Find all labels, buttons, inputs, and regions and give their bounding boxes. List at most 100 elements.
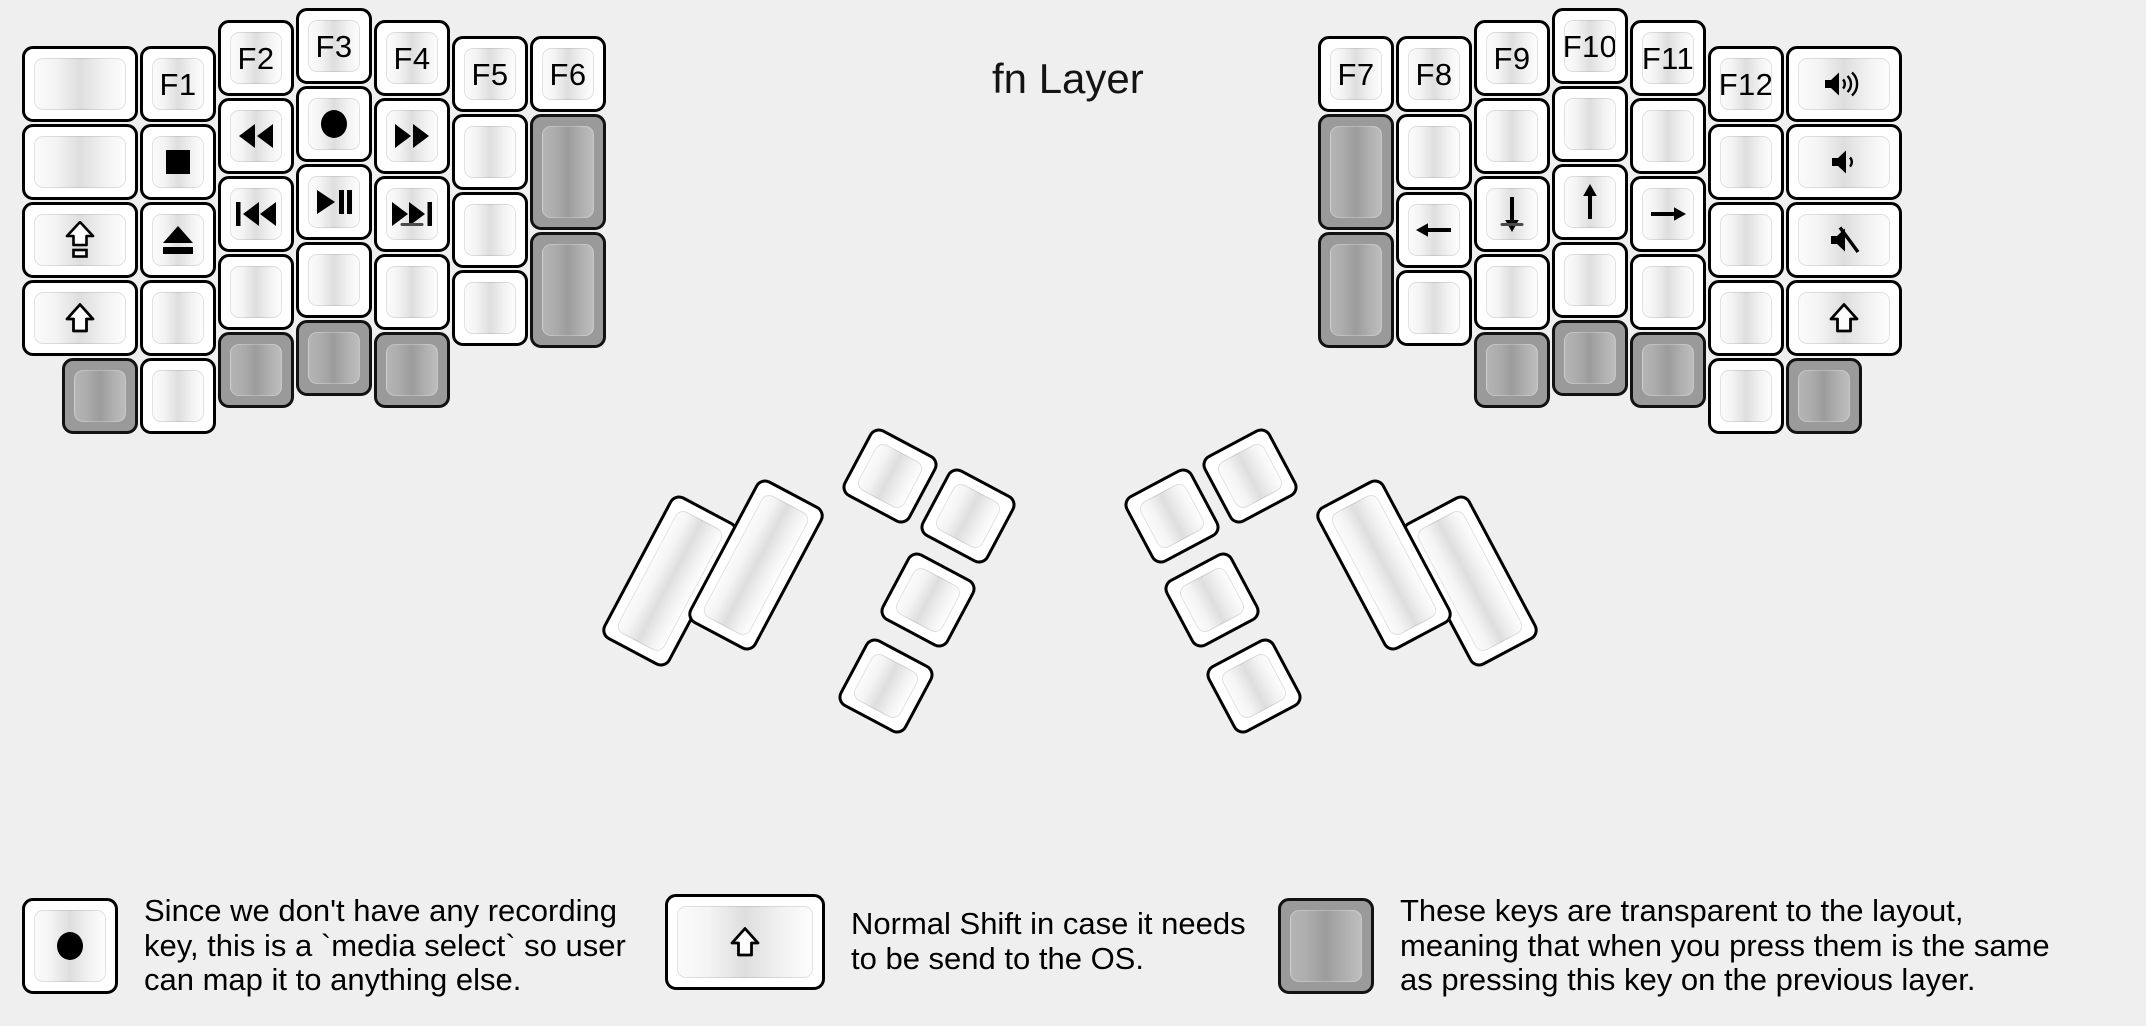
key-left-col-outer-left-0[interactable]	[22, 46, 138, 122]
key-right-col-middle-1[interactable]	[1552, 86, 1628, 162]
keycap-surface	[1798, 370, 1850, 422]
legend-sample-key-1[interactable]	[22, 898, 118, 995]
key-right-col-pinky-2[interactable]	[1708, 202, 1784, 278]
legend-footer: Since we don't have any recording key, t…	[0, 876, 2146, 1026]
legend-key-sample	[1278, 898, 1374, 995]
key-right-col-outer-right-2[interactable]	[1786, 202, 1902, 278]
key-left-col-pinky-4[interactable]	[140, 358, 216, 434]
key-right-col-index-4[interactable]	[1474, 332, 1550, 408]
key-left-col-ring-0[interactable]: F2	[218, 20, 294, 96]
key-right-col-pinky-4[interactable]	[1708, 358, 1784, 434]
key-left-thumb-thumb-small-bottom[interactable]	[834, 634, 938, 738]
key-left-col-index-4[interactable]	[374, 332, 450, 408]
key-right-thumb-thumb-small-lower[interactable]	[1160, 548, 1264, 652]
key-left-col-pinky-2[interactable]	[140, 202, 216, 278]
key-left-col-middle-1[interactable]	[296, 86, 372, 162]
keycap-surface	[230, 110, 282, 162]
legend-sample-key-2[interactable]	[665, 894, 825, 990]
key-left-col-outer-left-2[interactable]	[22, 202, 138, 278]
keycap-surface	[152, 214, 204, 266]
key-left-col-middle-4[interactable]	[296, 320, 372, 396]
key-right-col-pinky-1[interactable]	[1708, 124, 1784, 200]
key-left-thumb-thumb-small-upper[interactable]	[916, 464, 1020, 568]
key-right-col-outer-right-3[interactable]	[1786, 280, 1902, 356]
key-right-col-outer-right-1[interactable]	[1786, 124, 1902, 200]
key-left-col-outer-left-3[interactable]	[22, 280, 138, 356]
key-right-col-ring-3[interactable]	[1630, 254, 1706, 330]
key-left-col-inner-2[interactable]	[452, 192, 528, 268]
eject-icon	[161, 224, 195, 256]
key-left-col-pinky-3[interactable]	[140, 280, 216, 356]
key-right-col-outer-right-0[interactable]	[1786, 46, 1902, 122]
key-label: F7	[1337, 56, 1375, 92]
key-right-col-pinky-3[interactable]	[1708, 280, 1784, 356]
legend-text-3: These keys are transparent to the layout…	[1400, 893, 2050, 998]
key-right-col-index-3[interactable]	[1474, 254, 1550, 330]
key-right-col-innermost-1[interactable]	[1318, 114, 1394, 230]
key-right-col-ring-2[interactable]	[1630, 176, 1706, 252]
key-right-col-middle-3[interactable]	[1552, 242, 1628, 318]
key-left-col-index-0[interactable]: F4	[374, 20, 450, 96]
key-label: F8	[1415, 56, 1453, 92]
key-right-col-ring-0[interactable]: F11	[1630, 20, 1706, 96]
key-right-col-ring-4[interactable]	[1630, 332, 1706, 408]
keycap-surface	[152, 292, 204, 344]
key-left-thumb-thumb-small-lower[interactable]	[876, 548, 980, 652]
key-left-col-outer-left-1[interactable]	[22, 124, 138, 200]
key-left-col-inner-3[interactable]	[452, 270, 528, 346]
key-left-col-ring-4[interactable]	[218, 332, 294, 408]
key-label: F12	[1720, 66, 1772, 102]
key-right-col-inner-0[interactable]: F8	[1396, 36, 1472, 112]
key-right-thumb-thumb-small-top[interactable]	[1198, 424, 1302, 528]
key-right-col-inner-1[interactable]	[1396, 114, 1472, 190]
key-label: F2	[237, 40, 275, 76]
key-left-col-innermost-2[interactable]	[530, 232, 606, 348]
key-right-col-inner-3[interactable]	[1396, 270, 1472, 346]
keycap-surface	[1798, 136, 1890, 188]
key-left-col-innermost-0[interactable]: F6	[530, 36, 606, 112]
key-right-col-pinky-0[interactable]: F12	[1708, 46, 1784, 122]
keycap-surface	[34, 214, 126, 266]
key-left-col-outer-left-4[interactable]	[62, 358, 138, 434]
key-right-col-middle-0[interactable]: F10	[1552, 8, 1628, 84]
key-right-col-middle-2[interactable]	[1552, 164, 1628, 240]
keycap-surface	[308, 254, 360, 306]
keycap-surface	[308, 332, 360, 384]
key-left-col-pinky-1[interactable]	[140, 124, 216, 200]
key-right-col-middle-4[interactable]	[1552, 320, 1628, 396]
legend-sample-key-3[interactable]	[1278, 898, 1374, 995]
keycap-surface	[1408, 126, 1460, 178]
keycap-surface	[230, 266, 282, 318]
keycap-surface: F8	[1408, 48, 1460, 100]
legend-key-sample	[665, 894, 825, 990]
key-left-col-inner-0[interactable]: F5	[452, 36, 528, 112]
key-left-col-ring-2[interactable]	[218, 176, 294, 252]
key-right-col-index-0[interactable]: F9	[1474, 20, 1550, 96]
key-left-col-ring-1[interactable]	[218, 98, 294, 174]
key-right-col-innermost-0[interactable]: F7	[1318, 36, 1394, 112]
key-left-col-index-3[interactable]	[374, 254, 450, 330]
keycap-surface	[386, 110, 438, 162]
key-left-col-ring-3[interactable]	[218, 254, 294, 330]
key-right-thumb-thumb-small-bottom[interactable]	[1202, 634, 1306, 738]
keycap-surface: F5	[464, 48, 516, 100]
key-left-col-innermost-1[interactable]	[530, 114, 606, 230]
key-left-col-middle-2[interactable]	[296, 164, 372, 240]
key-left-col-middle-0[interactable]: F3	[296, 8, 372, 84]
key-left-col-index-2[interactable]	[374, 176, 450, 252]
key-right-col-inner-2[interactable]	[1396, 192, 1472, 268]
key-left-col-pinky-0[interactable]: F1	[140, 46, 216, 122]
key-left-col-inner-1[interactable]	[452, 114, 528, 190]
key-left-col-middle-3[interactable]	[296, 242, 372, 318]
arrow-left-icon	[1414, 217, 1454, 243]
key-right-col-outer-right-4[interactable]	[1786, 358, 1862, 434]
key-right-col-index-1[interactable]	[1474, 98, 1550, 174]
key-left-col-index-1[interactable]	[374, 98, 450, 174]
key-right-thumb-thumb-small-upper[interactable]	[1120, 464, 1224, 568]
key-right-col-index-2[interactable]	[1474, 176, 1550, 252]
keycap-surface	[1798, 292, 1890, 344]
key-right-col-ring-1[interactable]	[1630, 98, 1706, 174]
homing-bar	[1500, 223, 1524, 226]
key-right-col-innermost-2[interactable]	[1318, 232, 1394, 348]
arrow-right-icon	[1648, 201, 1688, 227]
